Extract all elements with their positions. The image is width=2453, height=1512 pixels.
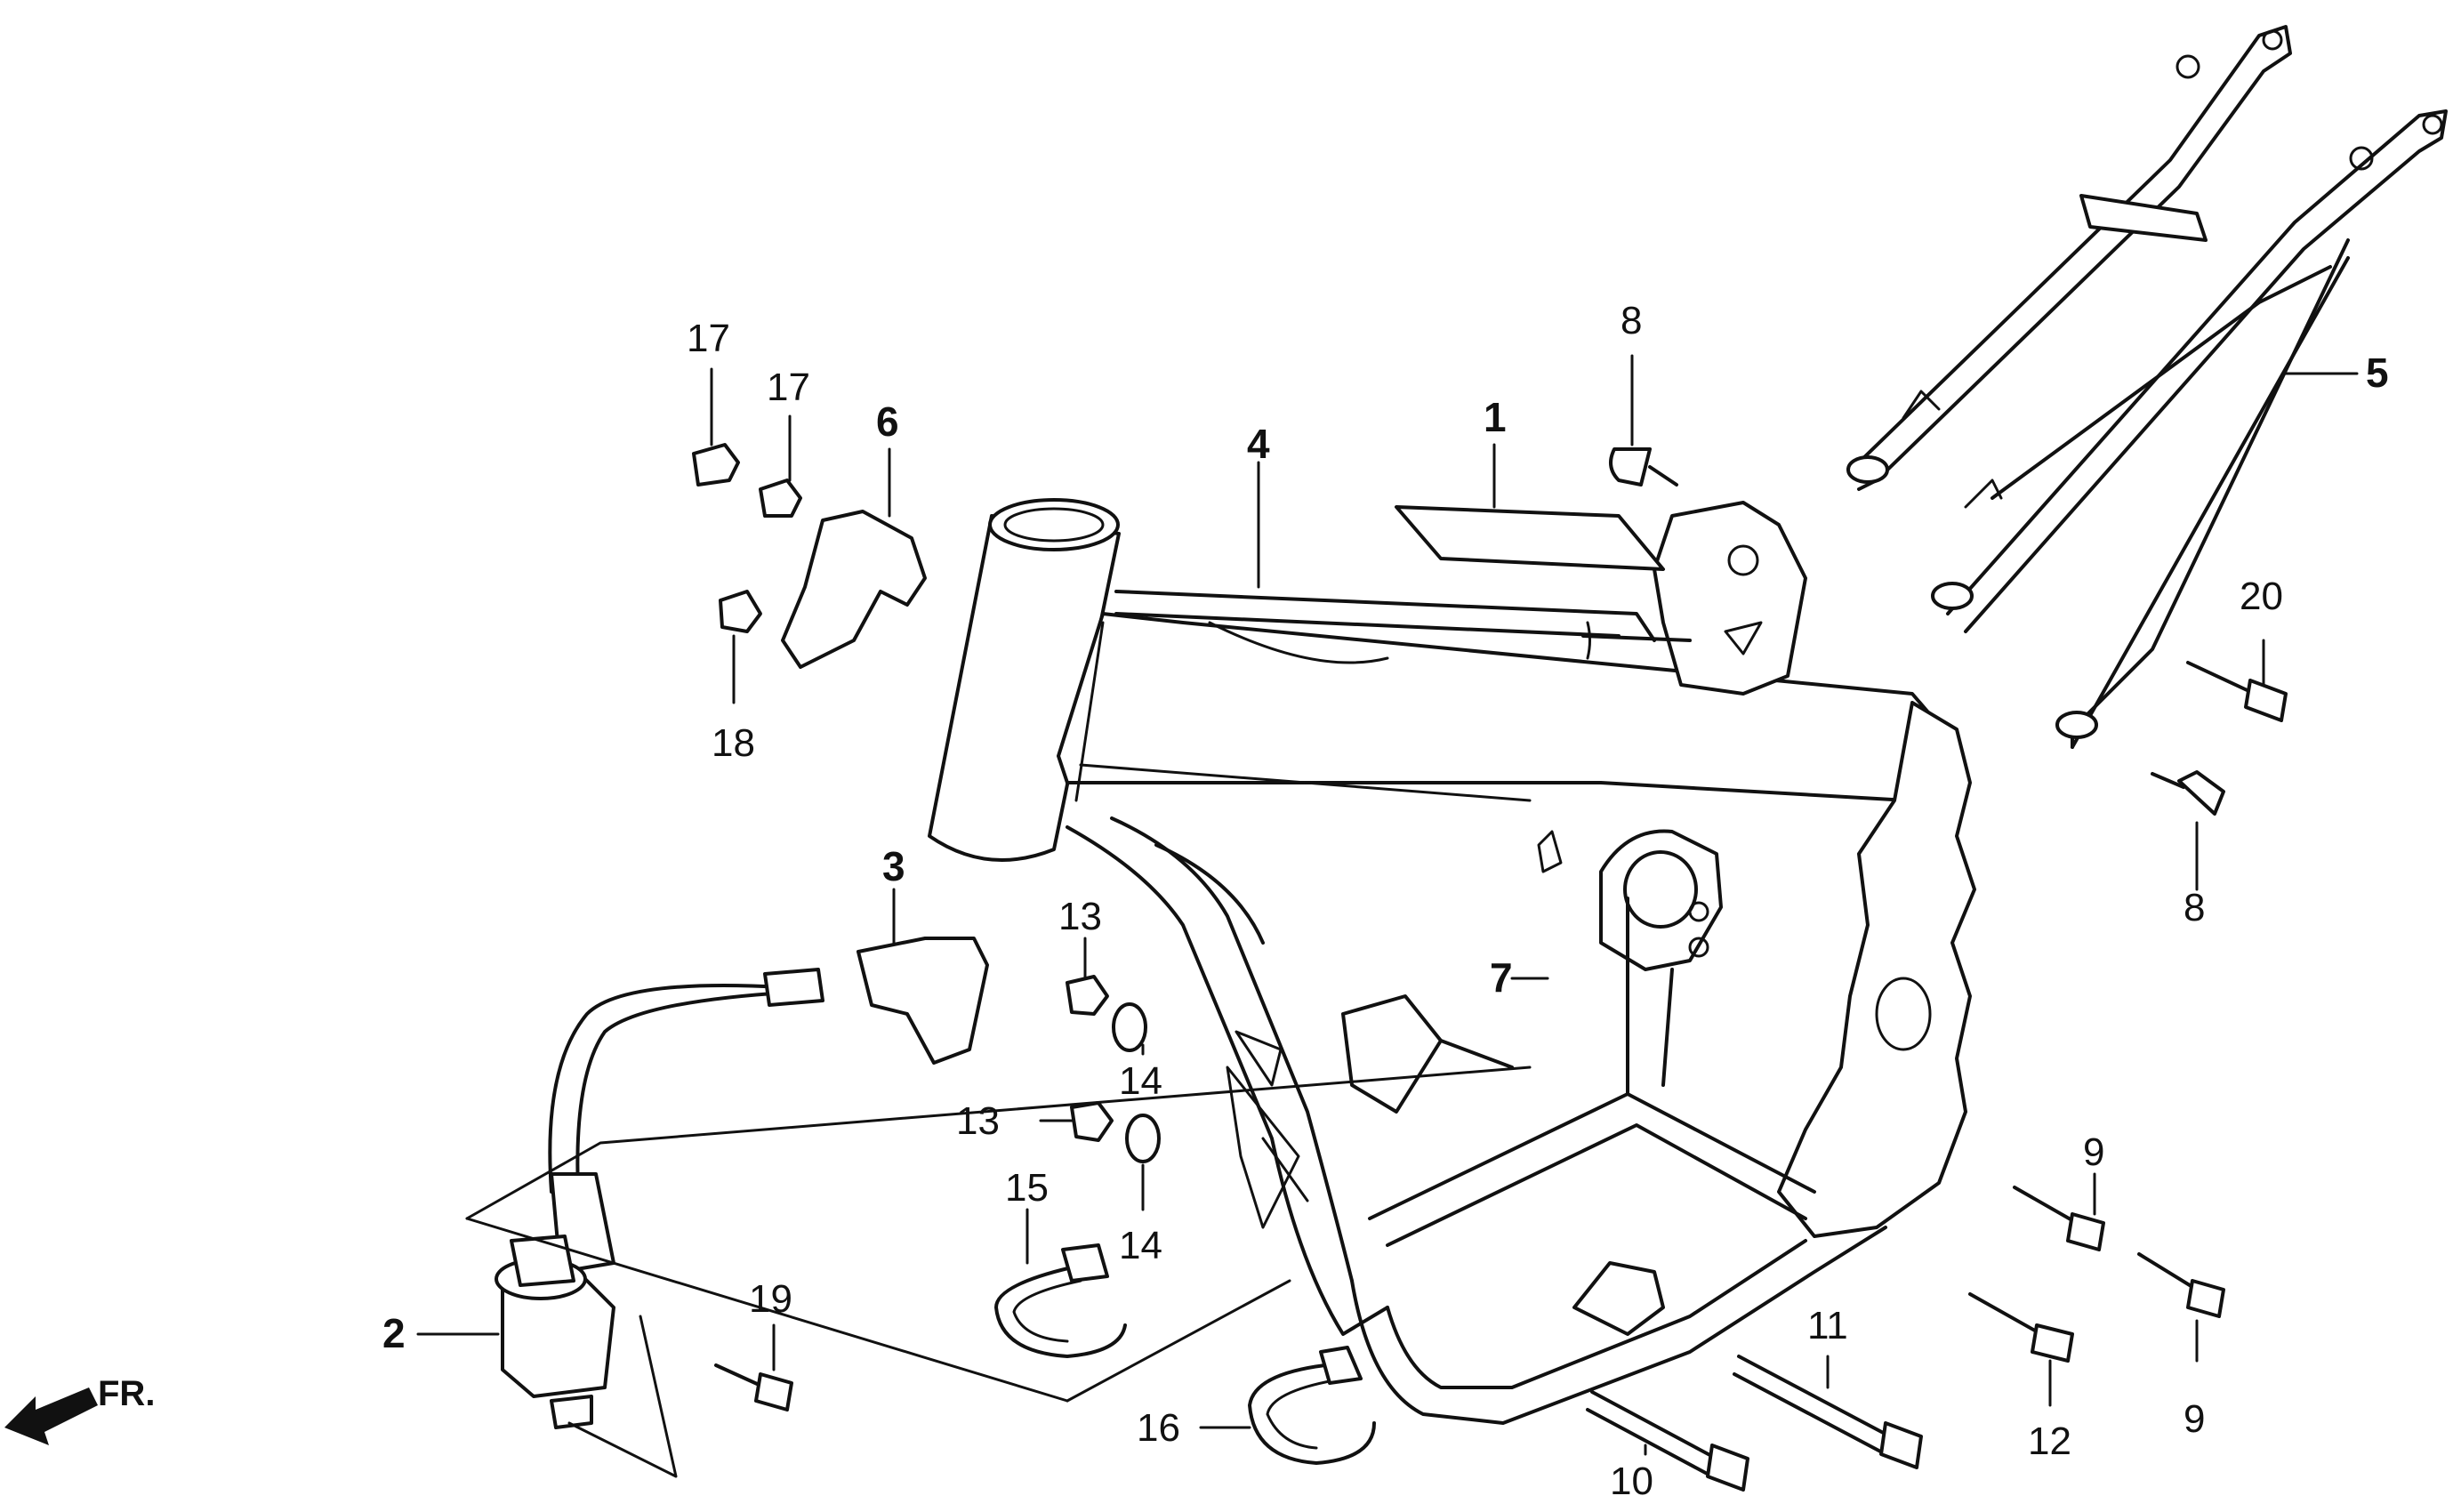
sub-frame [1846,25,2448,749]
callout-14-bottom: 14 [1119,1224,1162,1267]
bracket-6 [781,510,927,669]
clamp-15 [994,1243,1127,1358]
callout-5: 5 [2366,350,2389,396]
leader-lines [416,354,2359,1456]
callout-4: 4 [1247,421,1270,467]
callout-18: 18 [712,721,755,765]
callout-1: 1 [1484,394,1507,440]
washer-14a [1112,1002,1147,1052]
bolt-8-top [1609,447,1678,487]
callout-14-top: 14 [1119,1059,1162,1103]
coil-mount-outline [465,1066,1532,1220]
bolt-10 [1586,1390,1749,1492]
clamp-16 [1248,1346,1376,1465]
callout-13-top: 13 [1058,895,1102,938]
callout-19: 19 [749,1277,792,1321]
callout-9-top: 9 [2083,1130,2104,1174]
callout-20: 20 [2240,575,2283,618]
callout-16: 16 [1137,1406,1180,1450]
callout-17-right: 17 [767,366,810,409]
callout-7: 7 [1490,954,1513,1001]
callout-6: 6 [876,398,899,445]
callout-2: 2 [382,1310,406,1356]
callout-8-top: 8 [1621,299,1642,342]
main-frame [928,498,1976,1425]
bolt-20 [2186,661,2288,722]
callout-15: 15 [1005,1166,1049,1210]
callout-17-left: 17 [687,317,730,360]
washer-14b [1125,1114,1161,1163]
bolt-12 [1968,1292,2074,1363]
nut-13b [1070,1101,1114,1142]
nut-17b [759,479,802,518]
bolt-19 [714,1363,793,1411]
bolt-11 [1733,1355,1923,1469]
bolt-9a [2013,1186,2105,1251]
callout-11: 11 [1807,1304,1848,1347]
callout-9-bottom: 9 [2184,1397,2205,1441]
nut-18 [719,590,762,633]
bolt-8-right [2151,770,2225,816]
nut-17a [692,443,740,487]
front-direction-arrow: FR. [4,1374,155,1445]
plug-cap-3 [857,937,989,1065]
callout-10: 10 [1610,1460,1653,1503]
nut-13a [1066,975,1109,1016]
callout-13-bottom: 13 [956,1099,1000,1143]
callout-8-right: 8 [2184,886,2205,929]
callout-3: 3 [882,843,905,889]
pad [1395,505,1665,571]
callout-12: 12 [2028,1420,2071,1463]
bolt-9b [2137,1252,2225,1318]
front-direction-label: FR. [98,1374,155,1413]
